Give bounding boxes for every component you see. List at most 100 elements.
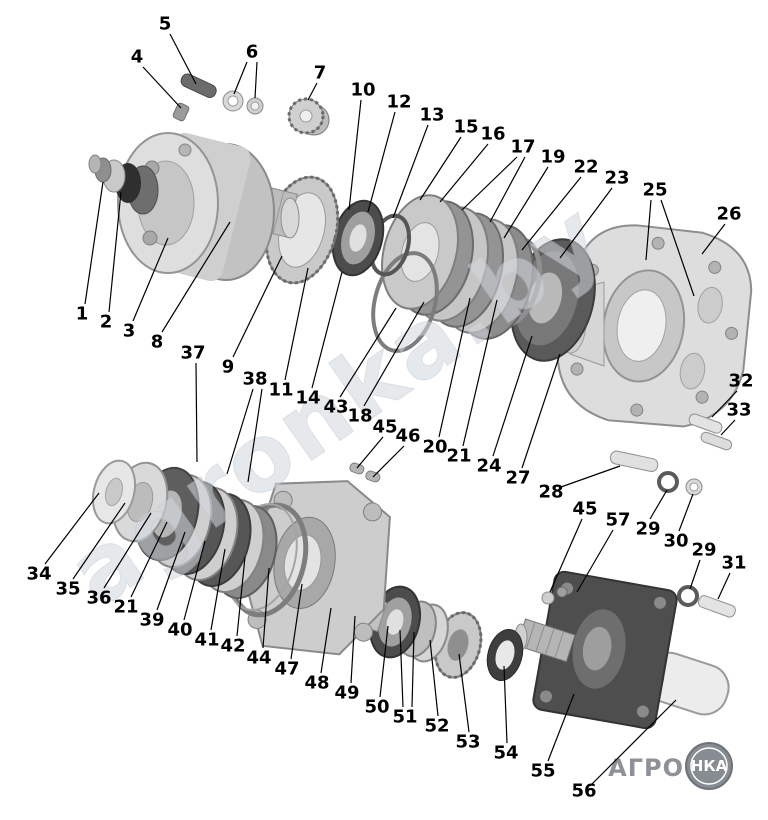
brand-logo-text: АГРО — [608, 754, 684, 782]
leader-line-38 — [247, 388, 263, 483]
dowel-pin — [180, 73, 217, 98]
bolt-33 — [700, 431, 733, 451]
brand-logo-inner-ring — [690, 747, 728, 785]
part-label-45: 45 — [372, 417, 397, 438]
housing-cover — [556, 224, 753, 428]
leader-line-21 — [130, 521, 168, 598]
leader-line-21 — [462, 299, 498, 447]
leader-line-56 — [591, 699, 677, 785]
part-label-32: 32 — [728, 371, 753, 392]
part-label-49: 49 — [334, 683, 359, 704]
dark-ring — [486, 629, 524, 681]
part-label-24: 24 — [476, 456, 501, 477]
part-label-28: 28 — [538, 482, 563, 503]
part-label-9: 9 — [222, 357, 235, 378]
leader-line-3 — [132, 237, 169, 322]
small-pin — [172, 102, 190, 122]
part-label-2: 2 — [100, 312, 113, 333]
housing-casting — [243, 480, 391, 656]
part-label-33: 33 — [726, 400, 751, 421]
part-label-15: 15 — [453, 117, 478, 138]
leader-line-12 — [367, 111, 396, 213]
leader-line-10 — [348, 99, 362, 211]
leader-line-42 — [236, 556, 246, 637]
part-label-16: 16 — [480, 124, 505, 145]
leader-line-17 — [461, 156, 518, 211]
leader-line-44 — [262, 567, 270, 649]
part-label-52: 52 — [424, 716, 449, 737]
leader-line-14 — [311, 271, 343, 389]
part-label-13: 13 — [419, 105, 444, 126]
brand-logo-circle — [685, 742, 733, 790]
mounting-plate — [532, 570, 678, 730]
part-label-7: 7 — [314, 63, 327, 84]
leader-line-29 — [689, 559, 701, 590]
leader-line-23 — [559, 187, 613, 259]
leader-line-31 — [717, 572, 731, 600]
leader-line-27 — [521, 353, 561, 469]
lower-assembly — [91, 459, 730, 730]
part-label-21: 21 — [113, 597, 138, 618]
leader-line-2 — [108, 191, 122, 313]
part-label-25: 25 — [642, 180, 667, 201]
part-label-37: 37 — [180, 343, 205, 364]
part-label-36: 36 — [86, 588, 111, 609]
disc-34 — [91, 459, 137, 525]
disc-pack-lower — [134, 466, 278, 600]
part-label-18: 18 — [347, 406, 372, 427]
leader-line-39 — [156, 531, 186, 611]
leader-line-6 — [254, 61, 258, 99]
part-label-8: 8 — [151, 332, 164, 353]
brand-logo-circle-text: НКА — [691, 757, 728, 775]
leader-line-18 — [363, 301, 425, 407]
part-label-27: 27 — [505, 468, 530, 489]
disc-pack-upper — [381, 194, 534, 340]
part-label-48: 48 — [304, 673, 329, 694]
part-label-35: 35 — [55, 579, 80, 600]
part-label-1: 1 — [76, 304, 89, 325]
part-label-31: 31 — [721, 553, 746, 574]
flat-washer-30-hole — [689, 482, 699, 492]
leader-line-53 — [458, 653, 470, 733]
leader-line-41 — [210, 548, 226, 631]
part-label-26: 26 — [716, 204, 741, 225]
leader-line-4 — [142, 66, 182, 109]
leader-line-49 — [350, 615, 356, 684]
leader-line-5 — [169, 33, 197, 85]
leader-line-43 — [339, 307, 397, 398]
part-label-57: 57 — [605, 510, 630, 531]
leader-line-40 — [183, 540, 206, 621]
part-label-47: 47 — [274, 659, 299, 680]
part-label-46: 46 — [395, 426, 420, 447]
leader-line-51 — [399, 629, 404, 708]
leader-line-24 — [492, 335, 533, 457]
part-label-43: 43 — [323, 397, 348, 418]
part-label-50: 50 — [364, 697, 389, 718]
part-label-19: 19 — [540, 147, 565, 168]
lock-washer-29 — [657, 471, 679, 493]
part-label-53: 53 — [455, 732, 480, 753]
large-ring-upper — [371, 251, 439, 353]
leader-line-7 — [307, 82, 318, 101]
leader-line-50 — [379, 625, 389, 698]
leader-line-29 — [649, 489, 668, 520]
part-label-41: 41 — [194, 630, 219, 651]
part-label-40: 40 — [167, 620, 192, 641]
bolt-31 — [697, 595, 736, 618]
small-gear — [287, 97, 330, 136]
hardware — [541, 413, 736, 618]
nut-57 — [556, 586, 568, 598]
part-label-39: 39 — [139, 610, 164, 631]
leader-line-46 — [372, 445, 405, 478]
leader-line-32 — [711, 390, 738, 418]
part-label-14: 14 — [295, 388, 320, 409]
part-label-51: 51 — [392, 707, 417, 728]
leader-line-11 — [284, 267, 309, 381]
part-label-23: 23 — [604, 168, 629, 189]
bolt-28 — [609, 450, 659, 473]
part-label-22: 22 — [573, 157, 598, 178]
part-label-44: 44 — [246, 648, 271, 669]
leader-line-16 — [439, 143, 489, 203]
